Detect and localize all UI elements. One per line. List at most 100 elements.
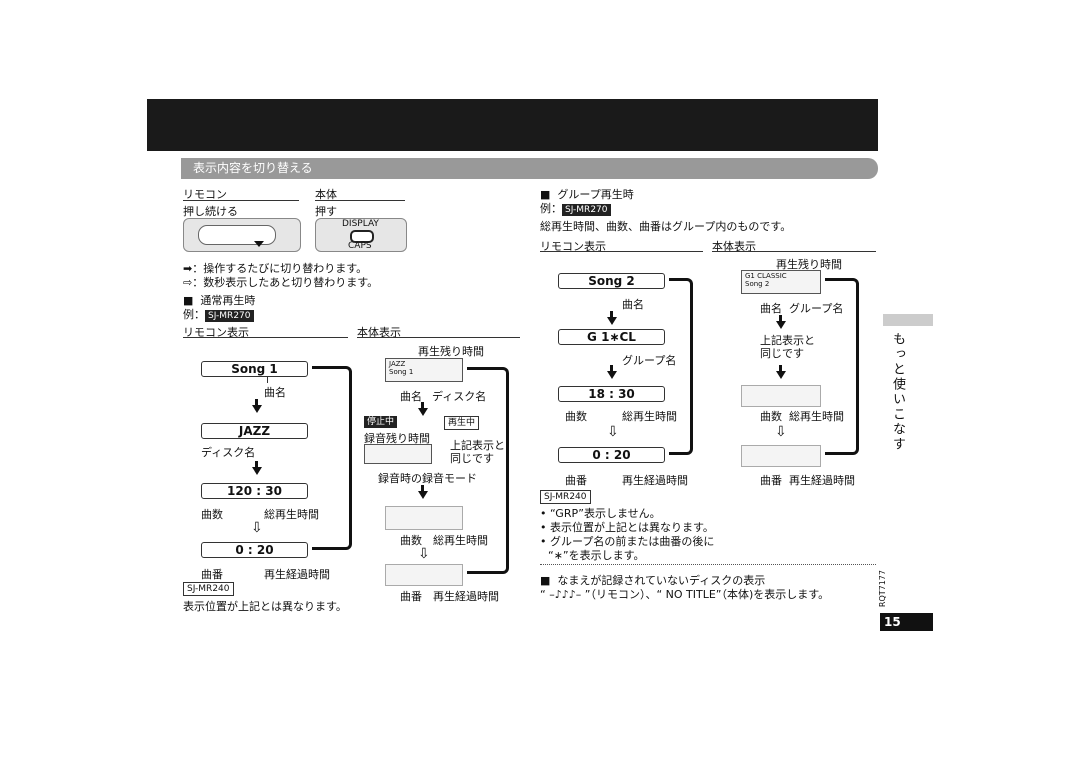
caption: 再生残り時間 [418,345,484,358]
caption: 曲番 [565,474,587,487]
hollow-down-arrow-icon: ⇩ [775,424,787,440]
divider [315,200,405,201]
solid-down-arrow-icon [607,311,617,325]
legend-hollow: ⇨：数秒表示したあと切り替わります。 [183,276,379,289]
group-heading: ■ グループ再生時 [540,188,634,201]
legend-solid: ➡：操作するたびに切り替わります。 [183,262,368,275]
remote-lcd-song: Song 1 [201,361,308,377]
caption: 曲名 [760,302,782,315]
divider [183,200,299,201]
caption: 曲数 [565,410,587,423]
page-number: 15 [880,613,933,631]
hollow-arrow-icon: ⇨ [183,276,193,289]
caption: 再生経過時間 [622,474,688,487]
caption: 曲名 [264,386,286,399]
solid-down-arrow-icon [418,485,428,499]
caption: 再生残り時間 [776,258,842,271]
caption: ディスク名 [201,446,256,459]
group-example: 例：SJ-MR270 [540,200,611,216]
remote-body [198,225,276,245]
remote-lcd-disc: JAZZ [201,423,308,439]
remote-illustration [183,218,301,252]
group-remote-display: リモコン表示 [540,240,606,253]
bullet: • 表示位置が上記とは異なります。 [540,521,714,534]
bullet: • グループ名の前または曲番の後に [540,535,715,548]
doc-code: RQT7177 [878,570,887,608]
remote-action: 押し続ける [183,205,238,218]
solid-arrow-icon: ➡ [183,262,193,275]
caption: 曲数 [760,410,782,423]
group-unit-lcd-4 [741,445,821,467]
divider [712,251,876,252]
group-lcd-group: G 1∗CL [558,329,665,345]
caption: ディスク名 [432,390,487,403]
caption: 録音時の録音モード [378,472,477,485]
noname-heading: ■ なまえが記録されていないディスクの表示 [540,574,766,587]
caption: 曲名 [400,390,422,403]
callout-tick [267,377,268,383]
play-badge: 再生中 [444,416,480,430]
unit-label: 本体 [315,188,337,201]
press-arrow-icon [254,241,264,247]
solid-down-arrow-icon [252,461,262,475]
caps-label: CAPS [348,241,372,251]
side-tab [883,314,933,326]
display-label: DISPLAY [342,219,379,229]
normal-remote-display: リモコン表示 [183,326,249,339]
side-text: もっと使いこなす [890,332,905,452]
bullet: “∗”を表示します。 [548,549,645,562]
bullet: • “GRP”表示しません。 [540,507,661,520]
group-desc: 総再生時間、曲数、曲番はグループ内のものです。 [540,220,792,233]
group-lcd-total: 18 : 30 [558,386,665,402]
cycle-loop-arrow [825,278,859,455]
divider [540,251,703,252]
unit-lcd-3 [385,506,463,530]
stop-badge: 停止中 [364,416,398,428]
model-badge: SJ-MR270 [205,310,254,322]
unit-lcd-4 [385,564,463,586]
hollow-down-arrow-icon: ⇩ [607,424,619,440]
hollow-down-arrow-icon: ⇩ [251,520,263,536]
caption: 曲数 [201,508,223,521]
caption: 再生経過時間 [433,590,499,603]
divider [183,337,348,338]
remote-lcd-elapsed: 0 : 20 [201,542,308,558]
unit-lcd-rec [364,444,432,464]
cycle-loop-arrow [669,278,693,455]
noname-text: “ –♪♪♪– ”（リモコン）、“ NO TITLE”（本体)を表示します。 [540,588,830,601]
caption: 再生経過時間 [264,568,330,581]
caption: 曲数 [400,534,422,547]
remote-label: リモコン [183,188,227,201]
group-unit-display: 本体表示 [712,240,756,253]
caption: 総再生時間 [264,508,319,521]
solid-down-arrow-icon [418,402,428,416]
caption: 総再生時間 [622,410,677,423]
caption: 総再生時間 [433,534,488,547]
caption: 総再生時間 [789,410,844,423]
display-button[interactable] [350,230,374,243]
unit-illustration: DISPLAY CAPS [315,218,407,252]
caption: 録音残り時間 [364,432,430,445]
hollow-down-arrow-icon: ⇩ [418,546,430,562]
solid-down-arrow-icon [776,365,786,379]
solid-down-arrow-icon [776,315,786,329]
caption: グループ名 [622,354,677,367]
note: 表示位置が上記とは異なります。 [183,600,347,613]
model-badge: SJ-MR270 [562,204,611,216]
caption: 上記表示と 同じです [450,439,505,465]
group-lcd-song: Song 2 [558,273,665,289]
solid-down-arrow-icon [252,399,262,413]
caption: 曲番 [760,474,782,487]
cycle-loop-arrow [467,367,509,574]
solid-down-arrow-icon [607,365,617,379]
cycle-loop-arrow [312,366,352,550]
unit-action: 押す [315,205,337,218]
model-badge: SJ-MR240 [540,490,591,504]
normal-heading: ■ 通常再生時 [183,294,256,307]
caption: 再生経過時間 [789,474,855,487]
caption: 上記表示と 同じです [760,334,815,360]
header-bar [147,99,878,151]
caption: 曲番 [400,590,422,603]
remote-lcd-total: 120 : 30 [201,483,308,499]
